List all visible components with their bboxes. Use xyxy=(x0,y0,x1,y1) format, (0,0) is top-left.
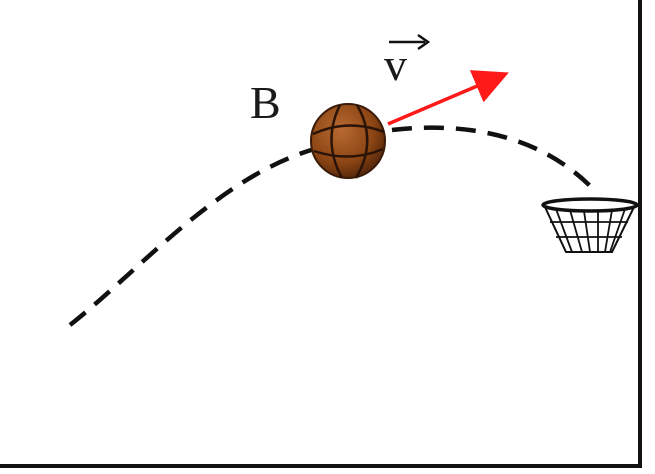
point-label-b: B xyxy=(250,77,281,128)
basketball-hoop-icon xyxy=(541,197,639,253)
velocity-label: v xyxy=(384,39,407,90)
trajectory-rising xyxy=(68,145,319,327)
basketball-icon xyxy=(310,103,386,179)
trajectory-falling xyxy=(391,125,598,194)
vector-arrow-icon xyxy=(389,33,431,51)
velocity-arrow xyxy=(387,70,509,126)
